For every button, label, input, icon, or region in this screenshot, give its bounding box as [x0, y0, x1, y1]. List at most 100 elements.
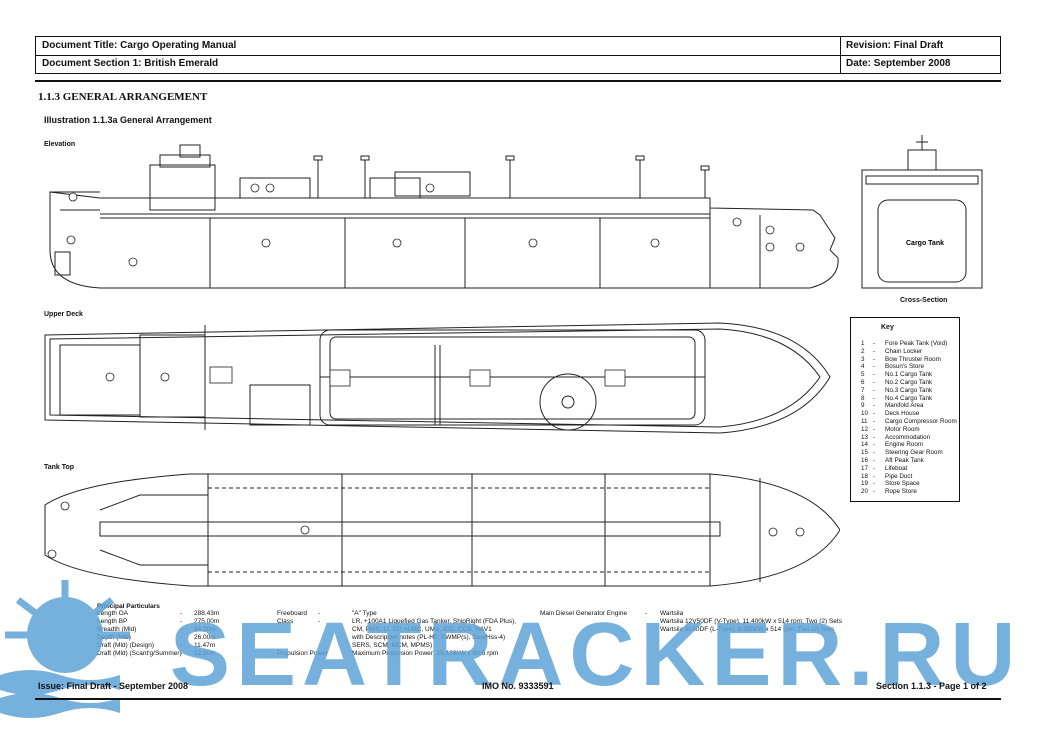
key-item-number: 9: [861, 402, 865, 410]
particular-value: 275.00m: [194, 618, 220, 625]
key-item-label: Rope Store: [885, 488, 917, 496]
key-item: 7-No.3 Cargo Tank: [861, 386, 933, 394]
key-item-label: Chain Locker: [885, 347, 923, 355]
propulsion-value: Maximum Propulsion Power: 29,126kW x 90.…: [352, 650, 499, 657]
key-item-label: Cargo Compressor Room: [885, 418, 957, 425]
elevation-drawing: [49, 144, 839, 289]
key-item-number: 8: [861, 394, 865, 402]
key-item: 19-Store Space: [861, 480, 920, 488]
class-line-4: SERS, SCM, MCM, MPMS): [352, 642, 433, 649]
elevation-label: Elevation: [44, 141, 76, 148]
key-item-label: No.4 Cargo Tank: [885, 394, 933, 402]
key-item-label: Motor Room: [885, 425, 920, 433]
key-item-number: 7: [861, 386, 865, 394]
key-item: 8-No.4 Cargo Tank: [861, 394, 933, 402]
key-item-label: Bow Thruster Room: [885, 355, 941, 363]
particular-value: 44.20m: [194, 626, 216, 633]
upper-deck-label: Upper Deck: [44, 311, 83, 318]
illustration-title: Illustration 1.1.3a General Arrangement: [44, 115, 212, 125]
tank-top-label: Tank Top: [44, 464, 75, 471]
key-item-label: Pipe Duct: [885, 472, 913, 480]
key-item: 4-Bosun's Store: [861, 363, 925, 371]
tank-top-drawing: [44, 473, 840, 587]
generator-line-2: Wartsila 9L50DF (L-Type), 8,550kW x 514 …: [660, 626, 835, 633]
key-item: 6-No.2 Cargo Tank: [861, 379, 933, 386]
footer-issue: Issue: Final Draft - September 2008: [38, 681, 189, 691]
cross-section-drawing: Cargo Tank: [861, 135, 983, 289]
key-item-number: 10: [861, 410, 869, 418]
key-item-number: 15: [861, 449, 869, 457]
freeboard-label: Freeboard: [277, 610, 307, 617]
key-item-number: 17: [861, 464, 869, 472]
key-item: 17-Lifeboat: [861, 464, 908, 472]
key-item-label: No.2 Cargo Tank: [885, 379, 933, 386]
key-item: 10-Deck House: [861, 410, 920, 418]
key-item-number: 6: [861, 379, 865, 386]
particular-label: Depth (Mld): [97, 634, 131, 641]
key-item: 3-Bow Thruster Room: [861, 355, 941, 363]
particular-label: Breadth (Mld): [97, 626, 137, 633]
document-title: Document Title: Cargo Operating Manual: [42, 40, 237, 51]
key-item: 13-Accommodation: [861, 433, 931, 441]
freeboard-value: "A" Type: [352, 610, 377, 617]
key-item-label: Aft Peak Tank: [885, 457, 924, 464]
class-line-3: with Descriptive notes (PL-HT, SWMP(s), …: [352, 634, 506, 641]
key-item-number: 14: [861, 441, 869, 449]
key-item-number: 4: [861, 363, 865, 371]
key-item-number: 1: [861, 340, 865, 347]
header-divider: [36, 55, 1000, 56]
document-header: Document Title: Cargo Operating Manual D…: [35, 36, 1001, 74]
footer-imo: IMO No. 9333591: [482, 681, 554, 691]
key-title: Key: [881, 324, 894, 331]
key-item: 18-Pipe Duct: [861, 472, 913, 480]
cargo-tank-label: Cargo Tank: [906, 240, 944, 247]
key-item-number: 16: [861, 457, 869, 464]
upper-deck-drawing: [44, 322, 831, 434]
header-rule: [35, 80, 1001, 82]
key-item: 5-No.1 Cargo Tank: [861, 371, 933, 379]
key-item-number: 20: [861, 488, 869, 496]
key-legend: Key 1-Fore Peak Tank (Void)2-Chain Locke…: [850, 317, 960, 502]
key-item-number: 13: [861, 433, 869, 441]
key-item-label: Fore Peak Tank (Void): [885, 340, 948, 347]
date-label: Date: September 2008: [846, 58, 951, 69]
class-line-2: CM, PMS, LI, EP, +LMC, UMS, ICC, CCS, NA…: [352, 626, 492, 633]
key-item-number: 5: [861, 371, 865, 379]
footer-section: Section 1.1.3 - Page 1 of 2: [876, 681, 987, 691]
particular-value: 12.20m: [194, 650, 216, 657]
key-item: 11-Cargo Compressor Room: [861, 418, 957, 425]
key-item-label: Store Space: [885, 480, 920, 488]
particular-value: 288.43m: [194, 610, 220, 617]
key-item-number: 3: [861, 355, 865, 363]
key-item-label: No.3 Cargo Tank: [885, 386, 933, 394]
particulars-title: Principal Particulars: [97, 603, 160, 610]
key-item: 16-Aft Peak Tank: [861, 457, 924, 464]
section-heading: 1.1.3 GENERAL ARRANGEMENT: [38, 91, 208, 103]
particular-label: Length OA: [97, 610, 129, 617]
class-line-1: LR, +100A1 Liquefied Gas Tanker, ShipRig…: [352, 618, 517, 625]
key-item-number: 2: [861, 347, 865, 355]
key-item-label: Lifeboat: [885, 464, 908, 472]
key-item-label: Engine Room: [885, 441, 924, 449]
key-item-label: Manifold Area: [885, 402, 924, 410]
key-item: 1-Fore Peak Tank (Void): [861, 340, 948, 347]
key-item-number: 19: [861, 480, 869, 488]
key-item-label: Accommodation: [885, 433, 931, 441]
key-item-label: Steering Gear Room: [885, 449, 943, 457]
key-item: 15-Steering Gear Room: [861, 449, 943, 457]
particular-label: Draft (Mld) (Design): [97, 642, 155, 649]
key-item-number: 12: [861, 425, 869, 433]
key-item-label: Deck House: [885, 410, 920, 418]
key-item-label: Bosun's Store: [885, 363, 925, 371]
particular-value: 26.00m: [194, 634, 216, 641]
key-item-number: 18: [861, 472, 869, 480]
generator-line-1: Wartsila 12V50DF (V-Type), 11,400kW x 51…: [660, 618, 842, 625]
class-label: Class: [277, 618, 294, 625]
footer-rule: [35, 698, 1001, 700]
generator-maker: Wartsila: [660, 610, 684, 617]
key-item-label: No.1 Cargo Tank: [885, 371, 933, 379]
key-item: 14-Engine Room: [861, 441, 924, 449]
key-item: 9-Manifold Area: [861, 402, 924, 410]
key-item: 20-Rope Store: [861, 488, 917, 496]
key-item-number: 11: [861, 418, 868, 425]
